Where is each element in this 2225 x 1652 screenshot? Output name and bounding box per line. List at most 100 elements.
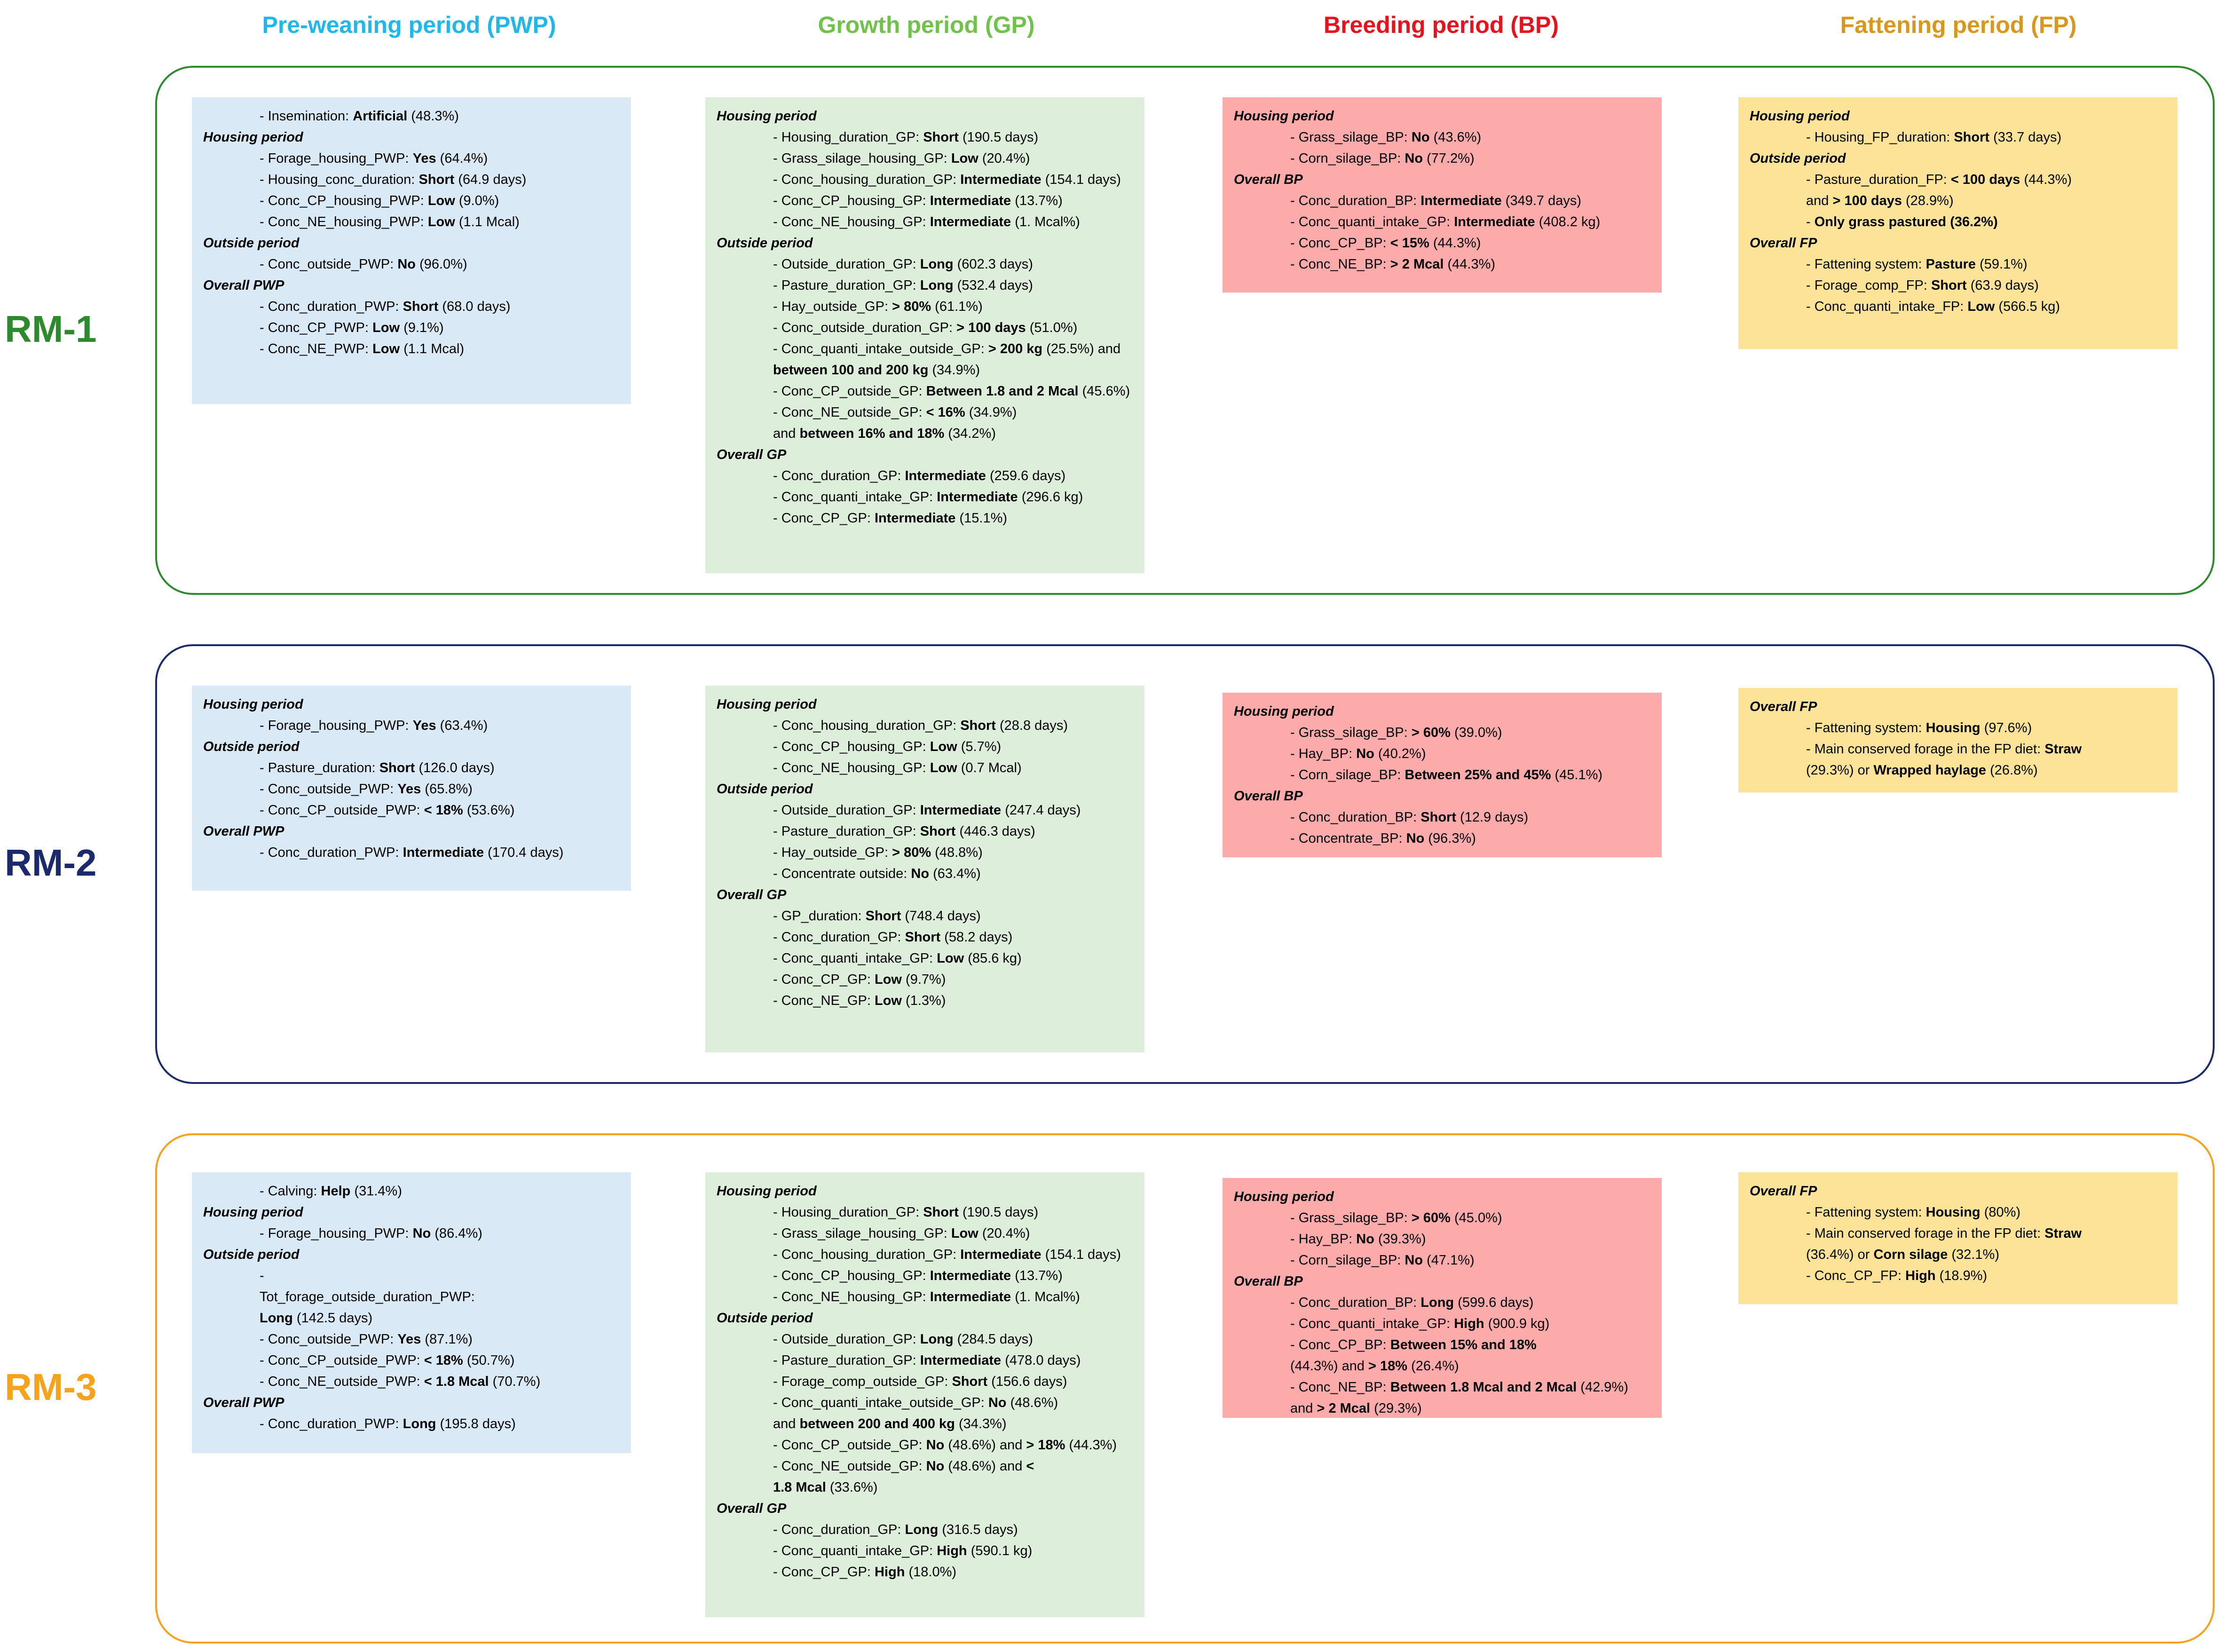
item-share: (284.5 days) xyxy=(953,1332,1033,1347)
item-label: - Outside_duration_GP: xyxy=(773,803,920,818)
list-item: - Forage_housing_PWP: Yes (63.4%) xyxy=(203,715,620,736)
list-item: - Concentrate_BP: No (96.3%) xyxy=(1234,828,1650,849)
item-share: (47.1%) xyxy=(1423,1253,1475,1268)
section-heading: Overall BP xyxy=(1234,172,1303,187)
item-label: - Conc_duration_GP: xyxy=(773,468,905,483)
item-share: (26.4%) xyxy=(1407,1359,1459,1374)
item-label: - Grass_silage_BP: xyxy=(1290,1210,1412,1225)
list-item: - Conc_CP_BP: < 15% (44.3%) xyxy=(1234,233,1650,254)
item-share: (70.7%) xyxy=(489,1374,541,1389)
rm1-bp-box: Housing period- Grass_silage_BP: No (43.… xyxy=(1223,97,1662,292)
item-share: (40.2%) xyxy=(1374,746,1426,761)
item-label: - Conc_CP_GP: xyxy=(773,511,875,526)
list-item: - Corn_silage_BP: No (47.1%) xyxy=(1234,1250,1650,1271)
item-value: Between 1.8 Mcal and 2 Mcal xyxy=(1390,1380,1577,1395)
section-heading: Outside period xyxy=(717,782,813,797)
rm1-gp-box: Housing period- Housing_duration_GP: Sho… xyxy=(705,97,1144,573)
item-label: - Hay_BP: xyxy=(1290,746,1357,761)
item-share: (142.5 days) xyxy=(292,1311,373,1326)
section-heading: Overall FP xyxy=(1750,236,1817,251)
item-value: Intermediate xyxy=(920,803,1002,818)
item-label: - Pasture_duration_GP: xyxy=(773,1353,920,1368)
list-item: - Forage_comp_FP: Short (63.9 days) xyxy=(1750,275,2166,296)
item-label: - Conc_outside_PWP: xyxy=(260,1332,398,1347)
item-label: - Housing_FP_duration: xyxy=(1806,130,1954,145)
list-item: - Conc_housing_duration_GP: Short (28.8 … xyxy=(717,715,1133,736)
list-item: - Conc_CP_GP: High (18.0%) xyxy=(717,1562,1133,1583)
rm2-pwp-box: Housing period- Forage_housing_PWP: Yes … xyxy=(192,686,631,891)
item-label: - Conc_NE_BP: xyxy=(1290,1380,1390,1395)
list-item: - Conc_quanti_intake_outside_GP: > 200 k… xyxy=(717,339,1133,360)
rm3-label: RM-3 xyxy=(5,1366,97,1408)
section-heading: Overall BP xyxy=(1234,789,1303,804)
list-item: - Hay_outside_GP: > 80% (48.8%) xyxy=(717,842,1133,863)
item-value: No xyxy=(988,1395,1007,1410)
item-share: (12.9 days) xyxy=(1456,810,1529,825)
item-value: Low xyxy=(937,951,964,966)
list-item: - Grass_silage_BP: > 60% (39.0%) xyxy=(1234,722,1650,743)
item-label: - Pasture_duration: xyxy=(260,760,379,775)
item-value: > 80% xyxy=(892,845,931,860)
item-label: - Conc_housing_duration_GP: xyxy=(773,172,961,187)
list-item: - Conc_duration_BP: Long (599.6 days) xyxy=(1234,1292,1650,1313)
list-item: - Conc_NE_housing_PWP: Low (1.1 Mcal) xyxy=(203,212,620,233)
item-value: Housing xyxy=(1925,1205,1980,1220)
section-heading: Outside period xyxy=(717,236,813,251)
item-label: - Fattening system: xyxy=(1806,1205,1926,1220)
section-heading: Overall PWP xyxy=(203,824,284,839)
item-value: Between 15% and 18% xyxy=(1390,1337,1537,1352)
item-value: Short xyxy=(920,824,956,839)
item-share: (1.3%) xyxy=(901,993,946,1008)
item-share: (316.5 days) xyxy=(938,1522,1018,1537)
item-value: Intermediate xyxy=(920,1353,1002,1368)
section-heading: Outside period xyxy=(203,236,300,251)
item-label: - Conc_duration_PWP: xyxy=(260,299,403,314)
item-label: - Conc_quanti_intake_GP: xyxy=(773,490,937,505)
item-label: - Main conserved forage in the FP diet: xyxy=(1806,1226,2045,1241)
item-share: (154.1 days) xyxy=(1041,172,1121,187)
item-share: (20.4%) xyxy=(978,1226,1030,1241)
item-share: (97.6%) xyxy=(1980,720,2032,735)
list-item: - Housing_FP_duration: Short (33.7 days) xyxy=(1750,127,2166,148)
item-share: (0.7 Mcal) xyxy=(957,760,1022,775)
item-value: Low xyxy=(1967,299,1995,314)
section-heading: Outside period xyxy=(717,1311,813,1326)
list-item: - Conc_CP_outside_GP: Between 1.8 and 2 … xyxy=(717,381,1133,402)
list-item: - Conc_CP_FP: High (18.9%) xyxy=(1750,1265,2166,1287)
item-share: (247.4 days) xyxy=(1001,803,1081,818)
item-value: High xyxy=(874,1565,905,1580)
item-value: Between 1.8 and 2 Mcal xyxy=(926,384,1079,399)
item-label: - Conc_duration_BP: xyxy=(1290,1295,1421,1310)
item-value: < xyxy=(1026,1459,1034,1474)
item-text: and xyxy=(773,1416,800,1431)
item-value: Short xyxy=(923,1205,959,1220)
item-share: (748.4 days) xyxy=(901,909,981,924)
item-value: 1.8 Mcal xyxy=(773,1480,826,1495)
list-item-continuation: and between 200 and 400 kg (34.3%) xyxy=(714,1414,1133,1435)
item-share: (20.4%) xyxy=(978,151,1030,166)
item-share: (96.3%) xyxy=(1424,831,1476,846)
item-value: > 100 days xyxy=(956,320,1026,335)
item-label: - Conc_CP_outside_PWP: xyxy=(260,1353,424,1368)
list-item: - Conc_NE_GP: Low (1.3%) xyxy=(717,990,1133,1012)
list-item: - Conc_quanti_intake_outside_GP: No (48.… xyxy=(717,1392,1133,1414)
item-value: Intermediate xyxy=(874,511,956,526)
item-value: Intermediate xyxy=(960,172,1041,187)
section-heading: Housing period xyxy=(203,1205,303,1220)
item-share: (25.5%) and xyxy=(1042,341,1121,356)
item-label: - Conc_CP_housing_GP: xyxy=(773,739,930,754)
item-label: - Conc_CP_outside_PWP: xyxy=(260,803,424,818)
item-value: Low xyxy=(951,1226,978,1241)
item-share: (44.3%) xyxy=(1065,1438,1117,1453)
rm2-bp-box: Housing period- Grass_silage_BP: > 60% (… xyxy=(1223,693,1662,857)
item-value: < 15% xyxy=(1390,236,1429,251)
item-share: (599.6 days) xyxy=(1454,1295,1534,1310)
item-label: - Conc_CP_GP: xyxy=(773,1565,875,1580)
item-value: No xyxy=(1404,1253,1423,1268)
item-value: Straw xyxy=(2044,1226,2082,1241)
item-value: Intermediate xyxy=(937,490,1018,505)
item-share: (28.9%) xyxy=(1902,193,1954,208)
item-label: - Conc_quanti_intake_GP: xyxy=(1290,1316,1454,1331)
list-item: - Housing_duration_GP: Short (190.5 days… xyxy=(717,1202,1133,1223)
item-share: (5.7%) xyxy=(957,739,1002,754)
